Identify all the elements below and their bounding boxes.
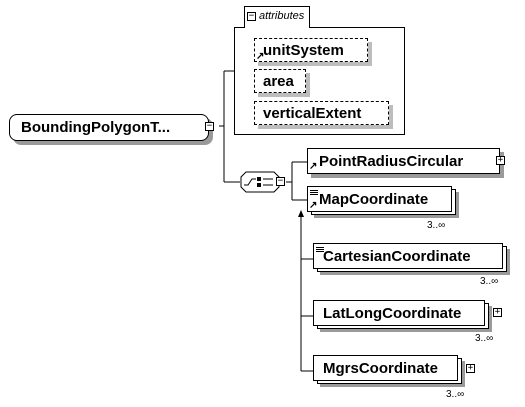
attribute-area[interactable]: area <box>254 69 306 93</box>
reference-arrow-icon: ↗ <box>256 51 265 62</box>
attribute-label: unitSystem <box>263 41 344 59</box>
element-mgrscoordinate[interactable]: MgrsCoordinate <box>313 355 458 381</box>
root-element[interactable]: BoundingPolygonT... <box>9 114 209 141</box>
element-pointradiuscircular[interactable]: ↗ PointRadiusCircular <box>307 148 500 174</box>
element-latlongcoordinate[interactable]: LatLongCoordinate <box>313 300 485 326</box>
root-label: BoundingPolygonT... <box>21 119 171 136</box>
documentation-icon <box>316 247 324 252</box>
multiplicity-label: 3..∞ <box>475 333 494 344</box>
attribute-label: area <box>263 72 294 90</box>
attributes-tab <box>244 6 310 28</box>
collapse-sequence-icon[interactable]: − <box>276 176 285 186</box>
documentation-icon <box>310 190 318 195</box>
multiplicity-label: 3..∞ <box>480 276 499 287</box>
reference-arrow-icon: ↗ <box>309 161 318 172</box>
element-label: PointRadiusCircular <box>319 152 464 170</box>
element-mapcoordinate[interactable]: ↗ MapCoordinate <box>307 186 452 212</box>
reference-arrow-icon: ↗ <box>309 200 318 211</box>
collapse-attributes-icon[interactable]: − <box>247 11 256 21</box>
element-label: LatLongCoordinate <box>323 304 462 322</box>
multiplicity-label: 3..∞ <box>427 220 446 231</box>
attribute-unitsystem[interactable]: ↗ unitSystem <box>254 38 368 62</box>
expand-latlongcoordinate-icon[interactable]: + <box>493 307 502 317</box>
attribute-label: verticalExtent <box>263 104 362 122</box>
element-label: MgrsCoordinate <box>323 359 439 377</box>
collapse-root-icon[interactable]: − <box>205 121 214 131</box>
multiplicity-label: 3..∞ <box>446 389 465 400</box>
element-cartesiancoordinate[interactable]: CartesianCoordinate <box>313 243 503 269</box>
attributes-title: attributes <box>259 10 305 22</box>
element-label: MapCoordinate <box>319 190 429 208</box>
attribute-verticalextent[interactable]: verticalExtent <box>254 101 389 125</box>
sequence-compositor[interactable] <box>240 171 280 193</box>
expand-mgrscoordinate-icon[interactable]: + <box>466 363 475 373</box>
element-label: CartesianCoordinate <box>323 247 471 265</box>
expand-pointradiuscircular-icon[interactable]: + <box>496 155 505 165</box>
